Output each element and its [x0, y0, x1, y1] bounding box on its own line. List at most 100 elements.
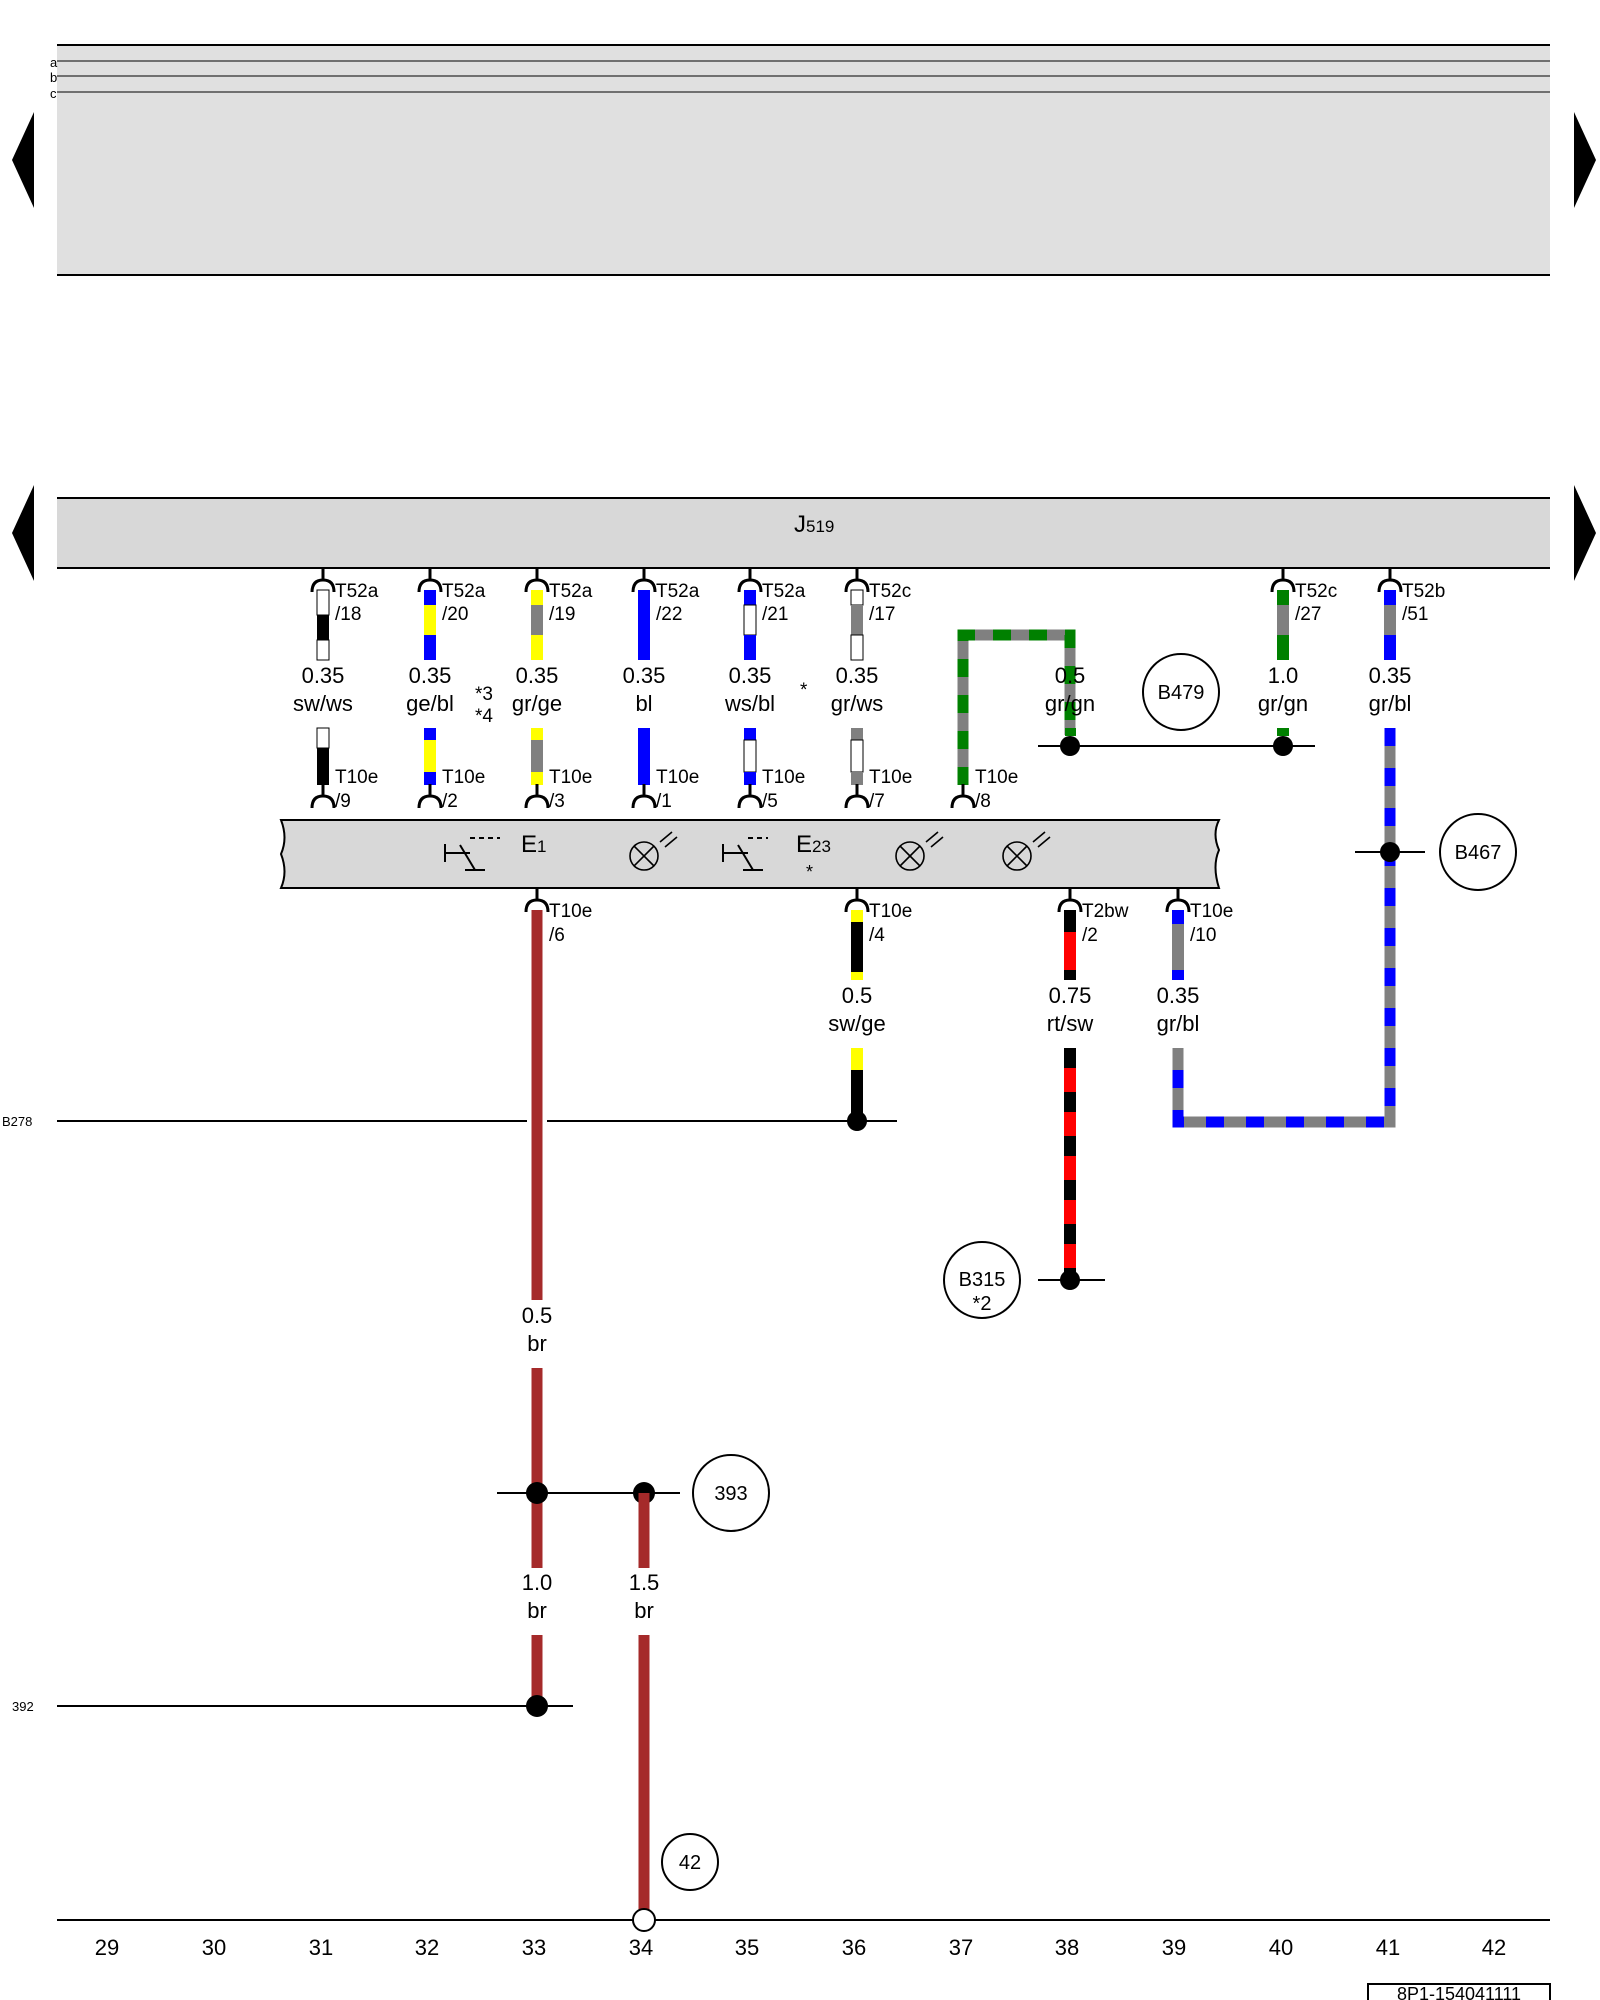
- ref-label-b315: B315: [959, 1269, 1006, 1291]
- switch-symbol-e23: [722, 837, 768, 871]
- top-wire-1-color: sw/ws: [293, 691, 353, 716]
- top-wire-8-gauge: 0.35: [1369, 663, 1412, 688]
- ref-circle-b479[interactable]: [1142, 653, 1220, 731]
- top-wire-7-color: gr/gn: [1258, 691, 1308, 716]
- component-e23-note: *: [806, 862, 813, 882]
- column-41: 41: [1376, 1935, 1400, 1960]
- bot-wire-3-color: rt/sw: [1047, 1011, 1094, 1036]
- top-conn-7-name: T52c: [1295, 581, 1337, 602]
- green-wire-color: gr/gn: [1045, 691, 1095, 716]
- side-ref-b278: B278: [2, 1114, 32, 1129]
- note-star: *: [800, 680, 808, 701]
- control-unit-label: J519: [794, 511, 834, 538]
- ref-label-b467: B467: [1455, 842, 1502, 864]
- ref-circle-b315[interactable]: [943, 1241, 1021, 1319]
- bot-wire-4-gauge: 0.35: [1157, 983, 1200, 1008]
- ref-circle-b467[interactable]: [1439, 813, 1517, 891]
- sw-conn-2-name: T10e: [442, 767, 485, 788]
- top-conn-1-pin: /18: [335, 604, 361, 625]
- page-code: 8P1-154041111: [1397, 1984, 1521, 2000]
- sw-conn-5-pin: /5: [762, 791, 778, 812]
- column-36: 36: [842, 1935, 866, 1960]
- sw-conn-1-pin: /9: [335, 791, 351, 812]
- brown-wire-3-gauge: 1.5: [629, 1570, 660, 1595]
- column-29: 29: [95, 1935, 119, 1960]
- top-wire-4-gauge: 0.35: [623, 663, 666, 688]
- top-conn-3-name: T52a: [549, 581, 593, 602]
- bot-conn-2-pin: /4: [869, 925, 885, 946]
- column-39: 39: [1162, 1935, 1186, 1960]
- top-conn-2-pin: /20: [442, 604, 468, 625]
- column-35: 35: [735, 1935, 759, 1960]
- row-label-b: b: [50, 70, 57, 85]
- top-wire-5-gauge: 0.35: [729, 663, 772, 688]
- bot-wire-2-color: sw/ge: [828, 1011, 885, 1036]
- green-wire-gauge: 0.5: [1055, 663, 1086, 688]
- lamp-icon-2: [895, 831, 944, 871]
- bot-wire-2-gauge: 0.5: [842, 983, 873, 1008]
- brown-wire-3-color: br: [634, 1598, 654, 1623]
- top-conn-8-pin: /51: [1402, 604, 1428, 625]
- column-34: 34: [629, 1935, 653, 1960]
- top-conn-3-pin: /19: [549, 604, 575, 625]
- component-e1: E1: [521, 831, 546, 858]
- note-3: *3: [475, 684, 493, 705]
- column-38: 38: [1055, 1935, 1079, 1960]
- bot-conn-3-name: T2bw: [1082, 901, 1129, 922]
- top-conn-1-name: T52a: [335, 581, 379, 602]
- note-4: *4: [475, 706, 493, 727]
- sw-conn-2-pin: /2: [442, 791, 458, 812]
- top-conn-4-name: T52a: [656, 581, 700, 602]
- wire-gr-gn-05: [957, 629, 1076, 785]
- bot-wire-3-gauge: 0.75: [1049, 983, 1092, 1008]
- row-label-a: a: [50, 55, 58, 70]
- top-conn-2-name: T52a: [442, 581, 486, 602]
- prev-arrow-icon[interactable]: [12, 112, 34, 208]
- sw-conn-6-name: T10e: [869, 767, 912, 788]
- top-wire-8-color: gr/bl: [1369, 691, 1412, 716]
- ref-label-b479: B479: [1158, 682, 1205, 704]
- ref-label-42: 42: [679, 1852, 701, 1874]
- lamp-icon-1: [629, 831, 678, 871]
- prev-arrow-icon-2[interactable]: [12, 485, 34, 581]
- ref-label-393: 393: [714, 1483, 747, 1505]
- side-ref-392: 392: [12, 1699, 34, 1714]
- top-conn-6-pin: /17: [869, 604, 895, 625]
- ground-terminal: [632, 1908, 656, 1932]
- top-conn-5-name: T52a: [762, 581, 806, 602]
- bot-wire-4-color: gr/bl: [1157, 1011, 1200, 1036]
- brown-wire-1-gauge: 0.5: [522, 1303, 553, 1328]
- next-arrow-icon[interactable]: [1574, 112, 1596, 208]
- bot-conn-3-pin: /2: [1082, 925, 1098, 946]
- brown-wire-2-gauge: 1.0: [522, 1570, 553, 1595]
- column-42: 42: [1482, 1935, 1506, 1960]
- top-conn-7-pin: /27: [1295, 604, 1321, 625]
- ref-circle-393[interactable]: [692, 1454, 770, 1532]
- top-wire-5-color: ws/bl: [724, 691, 775, 716]
- switch-symbol-e1: [444, 837, 500, 871]
- top-wire-7-gauge: 1.0: [1268, 663, 1299, 688]
- top-wire-6-color: gr/ws: [831, 691, 884, 716]
- column-40: 40: [1269, 1935, 1293, 1960]
- sw-conn-4-name: T10e: [656, 767, 699, 788]
- component-e23: E23: [796, 831, 831, 858]
- control-unit-bar: [57, 498, 1550, 568]
- ref-note-b315: *2: [973, 1293, 992, 1315]
- top-wire-2-color: ge/bl: [406, 691, 454, 716]
- brown-wire-1-color: br: [527, 1331, 547, 1356]
- top-wire-4-color: bl: [635, 691, 652, 716]
- top-band: [57, 45, 1550, 275]
- top-conn-4-pin: /22: [656, 604, 682, 625]
- wire-gr-bl-right: [1172, 728, 1396, 1128]
- sw-conn-5-name: T10e: [762, 767, 805, 788]
- bot-conn-4-name: T10e: [1190, 901, 1233, 922]
- top-wire-3-color: gr/ge: [512, 691, 562, 716]
- sw-conn-3-pin: /3: [549, 791, 565, 812]
- column-31: 31: [309, 1935, 333, 1960]
- ref-circle-42[interactable]: [661, 1833, 719, 1891]
- top-wire-3-gauge: 0.35: [516, 663, 559, 688]
- next-arrow-icon-2[interactable]: [1574, 485, 1596, 581]
- bot-conn-4-pin: /10: [1190, 925, 1216, 946]
- column-33: 33: [522, 1935, 546, 1960]
- brown-wire-2-color: br: [527, 1598, 547, 1623]
